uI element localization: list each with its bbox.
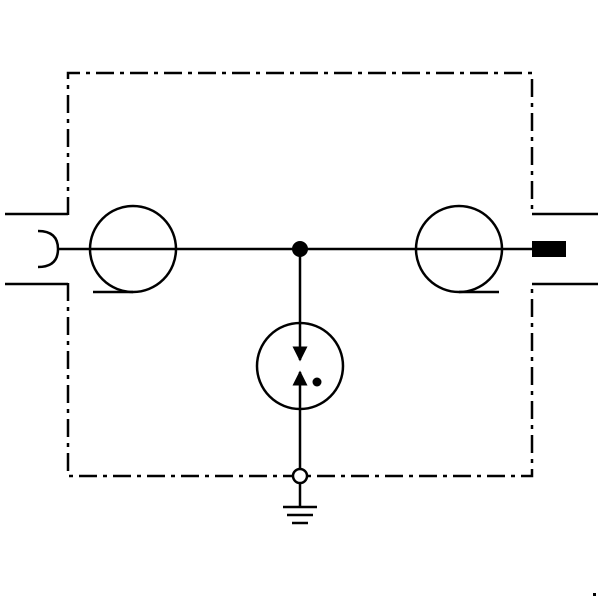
ground-terminal-icon <box>291 467 309 485</box>
coil-right-icon <box>414 204 504 294</box>
earth-ground-icon <box>283 483 317 525</box>
input-socket-icon <box>37 229 60 269</box>
enclosure-left-top <box>66 71 534 215</box>
output-plug-icon <box>532 241 566 257</box>
corner-mark <box>593 593 596 596</box>
gas-dot-icon <box>312 377 322 387</box>
external-leads <box>5 212 598 286</box>
coil-left-icon <box>88 204 178 294</box>
